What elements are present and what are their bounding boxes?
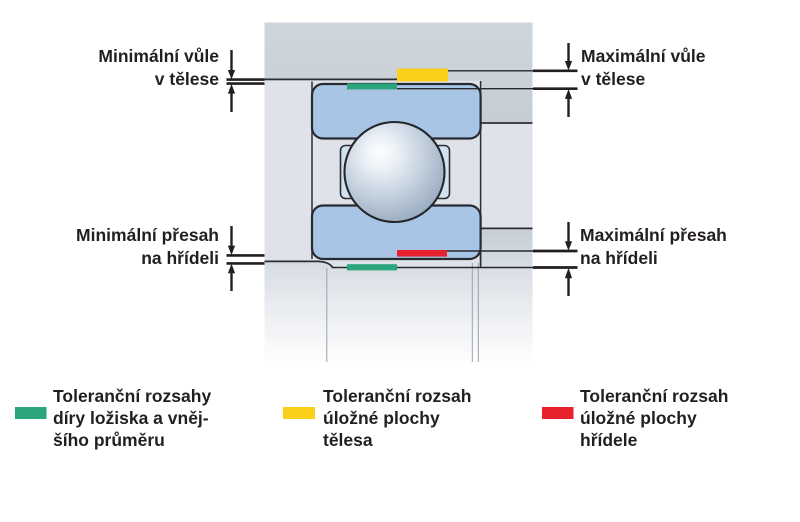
label-line: Maximální vůle <box>581 46 706 66</box>
legend-line: Toleranční rozsah <box>323 386 472 406</box>
max-interference-arrows <box>564 222 573 296</box>
bearing-bore-tolerance-bar <box>347 264 397 271</box>
legend-item-shaft-seat: Toleranční rozsah úložné plochy hřídele <box>580 385 728 451</box>
label-line: Minimální přesah <box>76 225 219 245</box>
shaft-surface-line <box>264 260 334 268</box>
shaft-seat-tolerance-bar <box>397 250 447 257</box>
outer-ring-od-tolerance-bar <box>347 83 397 90</box>
label-line: Minimální vůle <box>98 46 219 66</box>
label-line: v tělese <box>154 69 219 89</box>
label-min-clearance-housing: Minimální vůle v tělese <box>98 45 219 91</box>
bearing-ball <box>343 120 446 224</box>
legend-line: díry ložiska a vněj- <box>53 408 209 428</box>
label-min-interference-shaft: Minimální přesah na hřídeli <box>76 224 219 270</box>
housing-seat-tolerance-bar <box>397 68 448 82</box>
label-line: Maximální přesah <box>580 225 727 245</box>
legend-swatch-red <box>542 407 574 419</box>
legend-item-bearing-bore-od: Toleranční rozsahy díry ložiska a vněj- … <box>53 385 211 451</box>
shaft-section <box>264 228 533 363</box>
legend-line: hřídele <box>580 430 638 450</box>
label-max-interference-shaft: Maximální přesah na hřídeli <box>580 224 727 270</box>
legend-line: Toleranční rozsahy <box>53 386 212 406</box>
legend-line: úložné plochy <box>580 408 697 428</box>
legend-line: tělesa <box>323 430 373 450</box>
label-max-clearance-housing: Maximální vůle v tělese <box>581 45 706 91</box>
label-line: na hřídeli <box>141 248 219 268</box>
legend-line: Toleranční rozsah <box>580 386 729 406</box>
legend-line: úložné plochy <box>323 408 440 428</box>
legend-line: šího průměru <box>53 430 165 450</box>
legend-swatch-yellow <box>283 407 315 419</box>
min-clearance-ticks <box>226 78 265 265</box>
legend-item-housing-seat: Toleranční rozsah úložné plochy tělesa <box>323 385 471 451</box>
legend-swatch-green <box>15 407 47 419</box>
max-clearance-arrows <box>564 43 573 117</box>
max-dimension-ticks <box>533 69 578 269</box>
min-clearance-arrows <box>227 50 236 112</box>
min-interference-arrows <box>227 226 236 291</box>
label-line: v tělese <box>581 69 646 89</box>
label-line: na hřídeli <box>580 248 658 268</box>
